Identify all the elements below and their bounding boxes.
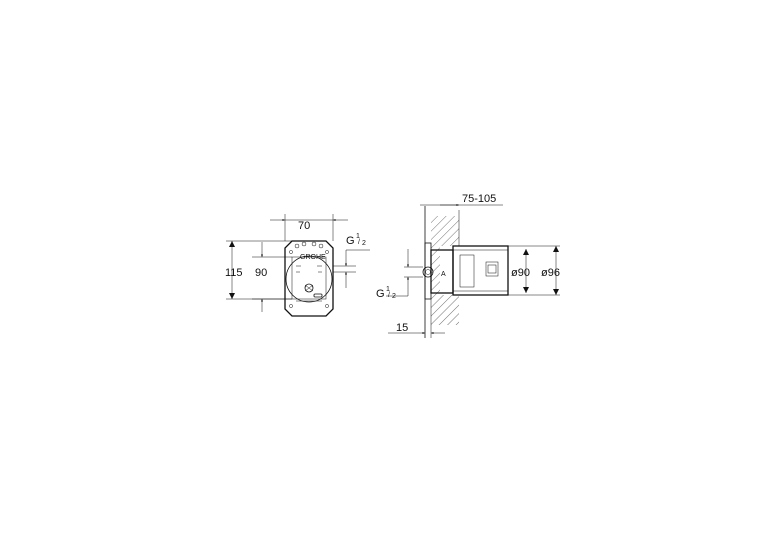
front-bottom-slot [313, 293, 323, 298]
front-thread-label: G [346, 235, 355, 247]
depth-dimension-label: 75-105 [462, 193, 496, 205]
svg-text:1: 1 [356, 233, 360, 240]
svg-text:2: 2 [392, 293, 396, 300]
valve-cylinder [452, 245, 509, 296]
front-mounting-holes [289, 241, 329, 308]
front-inner-frame [291, 256, 327, 300]
diameter-inner-label: ø90 [511, 267, 530, 279]
front-cartridge [304, 283, 314, 293]
front-valve-circle [285, 255, 333, 303]
svg-text:/: / [388, 292, 390, 299]
diameter-outer-label: ø96 [541, 267, 560, 279]
side-view: A 75-105 ø90 ø96 G 1 / 2 [376, 193, 560, 338]
svg-text:/: / [358, 239, 360, 246]
front-logo: GROHE [300, 254, 326, 261]
svg-text:1: 1 [386, 286, 390, 293]
height-inner-label: 90 [255, 267, 267, 279]
front-view: GROHE 70 115 90 G 1 [225, 214, 370, 317]
front-body-outline [284, 240, 334, 317]
side-thread-port [422, 266, 434, 278]
svg-text:2: 2 [362, 240, 366, 247]
offset-dimension-label: 15 [396, 322, 408, 334]
width-dimension-label: 70 [298, 220, 310, 232]
side-thread-label: G [376, 288, 385, 300]
height-outer-label: 115 [225, 267, 243, 279]
side-marker-letter: A [441, 271, 446, 278]
